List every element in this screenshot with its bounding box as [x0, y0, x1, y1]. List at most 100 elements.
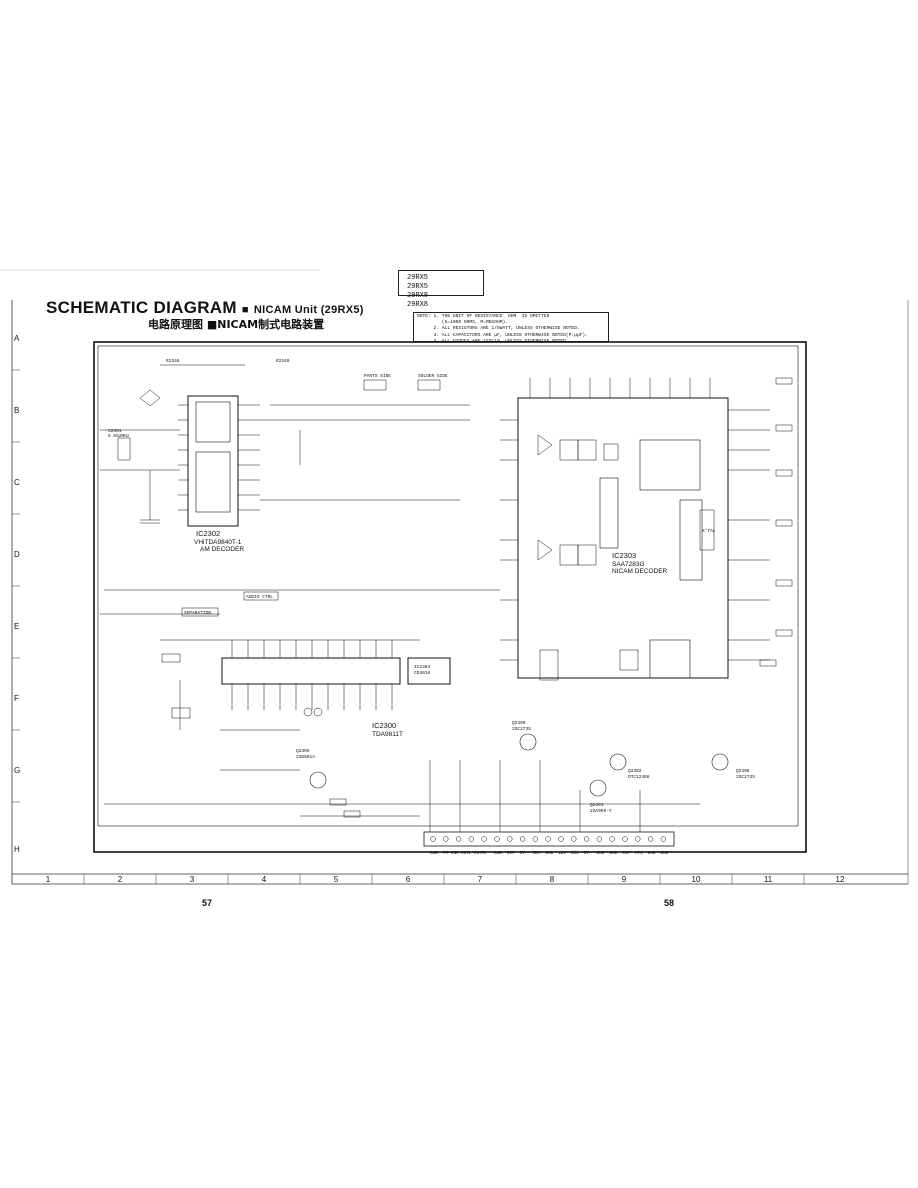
- parts-side-label: PARTS SIDE: [364, 373, 391, 379]
- connector-pin: [622, 836, 628, 842]
- connector-pin-label: 5V: [520, 850, 526, 856]
- ic2304-label: IC2304: [414, 664, 431, 670]
- column-label: 12: [835, 875, 845, 884]
- q2301-label: Q2301: [590, 802, 604, 808]
- title-bullet: ■: [206, 318, 218, 331]
- ic2302-name: VHiTDA9840T-1: [194, 539, 242, 546]
- left-components: [100, 364, 470, 524]
- column-label: 4: [261, 875, 267, 884]
- ic2302-function: AM DECODER: [200, 546, 244, 553]
- connector-pin: [583, 836, 590, 842]
- title-cn-unit: NICAM制式电路装置: [217, 318, 325, 331]
- connector-pin-label: GND: [430, 850, 438, 856]
- connector-pin-label: GND: [648, 850, 656, 856]
- title-cn-main: 电路原理图: [148, 318, 203, 331]
- x2301-label: X2301: [108, 428, 122, 434]
- connector-pin: [571, 836, 577, 842]
- ic2303-function: NICAM DECODER: [612, 568, 668, 575]
- note-line: (K=1000 OHMS, M=MEGOHM).: [417, 320, 508, 326]
- q2300-type: 2SC2735: [512, 726, 531, 732]
- connector-pin-label: GND: [494, 850, 502, 856]
- note-line: 3. ALL CAPACITORS ARE µF, UNLESS OTHERWI…: [417, 332, 588, 338]
- model-box: 29RX529RX5 29RX829RX8: [398, 270, 484, 309]
- connector-pin: [609, 836, 615, 842]
- schematic-border: [93, 341, 807, 853]
- connector-pin-label: GND: [545, 850, 553, 856]
- connector-pin-label: AFC: [635, 850, 643, 856]
- connector-pin-label: L-OUT: [468, 850, 482, 856]
- connector-pin: [660, 836, 667, 842]
- connector-pin: [647, 836, 654, 842]
- ic2304-block: [407, 657, 451, 685]
- model-label: 29RX5: [407, 274, 429, 282]
- q2306-label: Q2306: [736, 768, 750, 774]
- ic2303-label: IC2303: [612, 551, 636, 560]
- connector-pin-label: SDA: [532, 850, 540, 856]
- ic2303-block: [500, 378, 770, 681]
- ic2303-name: SAA7283G: [612, 561, 645, 568]
- note-line: NOTE: 1. THE UNIT OF RESISTANCE OHM IS O…: [417, 314, 550, 319]
- xtal-label: X'TAL: [702, 528, 716, 534]
- connector-pin-label: FM-IN: [443, 850, 457, 856]
- connector-pin: [443, 836, 449, 842]
- column-label: 6: [405, 875, 411, 884]
- title-unit: NICAM Unit (29RX5): [253, 304, 364, 316]
- q2306-type: 2SC2735: [736, 774, 755, 780]
- right-components: [699, 377, 793, 667]
- ic2304-name: CD4016: [414, 670, 431, 676]
- title-bullet: ■: [241, 304, 249, 316]
- column-label: 9: [621, 875, 627, 884]
- column-label: 11: [763, 875, 773, 884]
- q2302-type: DTC124EK: [628, 774, 650, 780]
- r2349-label: R2349: [276, 358, 290, 364]
- bottom-wiring: [104, 760, 700, 832]
- title-main: SCHEMATIC DIAGRAM: [46, 298, 237, 317]
- ic2300-block: [100, 589, 500, 710]
- connector-pin: [494, 836, 500, 842]
- connector-pin-label: SIF: [622, 850, 630, 856]
- page-title: SCHEMATIC DIAGRAM ■ NICAM Unit (29RX5): [46, 298, 364, 318]
- r2346-label: R2346: [166, 358, 180, 364]
- connector-pin: [519, 836, 526, 842]
- q2305-type: 2SD601A: [296, 754, 315, 760]
- connector-pin: [532, 836, 539, 842]
- note-line: 2. ALL RESISTORS ARE 1/8WATT, UNLESS OTH…: [417, 326, 580, 332]
- row-label: H: [14, 845, 20, 854]
- model-label: 29RX8: [407, 292, 429, 300]
- column-label: 7: [477, 875, 483, 884]
- connector-block: [423, 831, 675, 847]
- parts-side-box: [363, 379, 387, 391]
- ic2300-name: TDA9811T: [372, 731, 403, 738]
- column-label: 1: [45, 875, 51, 884]
- connector-pin: [430, 836, 436, 842]
- audio-ctrl-box: [243, 591, 279, 601]
- connector-pin: [558, 836, 564, 842]
- connector-pin-label: GND: [596, 850, 604, 856]
- connector-pin: [635, 836, 641, 842]
- connector-pin: [507, 836, 513, 842]
- inner-bus: [97, 345, 799, 827]
- row-label: F: [14, 694, 19, 703]
- left-lower-components: [161, 653, 323, 771]
- model-label: 29RX5: [407, 283, 429, 291]
- column-label: 5: [333, 875, 339, 884]
- q2300-label: Q2300: [512, 720, 526, 726]
- row-label: D: [14, 550, 20, 559]
- row-label: A: [14, 334, 20, 343]
- row-label: C: [14, 478, 20, 487]
- page-number-right: 58: [664, 898, 675, 908]
- column-label: 10: [691, 875, 701, 884]
- x2301-value: 6.552MHz: [108, 433, 130, 439]
- connector-pin-label: GND: [660, 850, 668, 856]
- column-label: 8: [549, 875, 555, 884]
- column-label: 2: [117, 875, 123, 884]
- separation-label: SEPARATION: [184, 610, 211, 616]
- model-label: 29RX8: [407, 301, 429, 309]
- connector-pin-label: M-OUT: [456, 850, 470, 856]
- connector-pin-label: SIF: [507, 850, 515, 856]
- page-number-left: 57: [202, 898, 213, 908]
- connector-pin: [468, 836, 475, 842]
